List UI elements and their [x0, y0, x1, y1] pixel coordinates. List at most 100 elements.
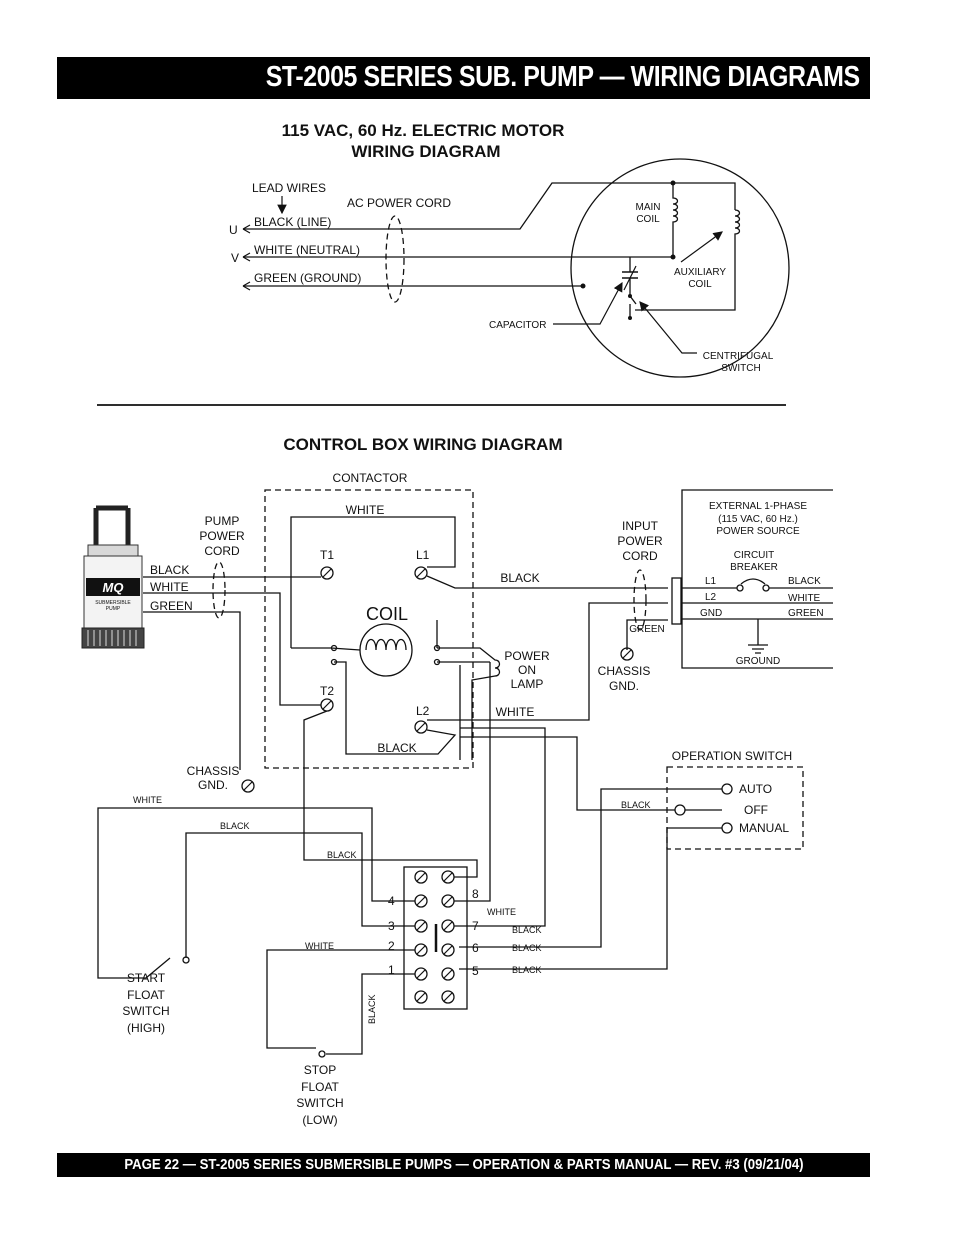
- input-cord-label-1: INPUT: [622, 519, 659, 533]
- pump-green-wire: [143, 611, 241, 770]
- off-label: OFF: [744, 803, 768, 817]
- pump-cord-label-1: PUMP: [205, 514, 240, 528]
- start-switch-white-wire: [97, 807, 415, 979]
- motor-diagram-title-2: WIRING DIAGRAM: [351, 142, 500, 161]
- main-coil: [672, 183, 679, 257]
- pump-sub-label-1: SUBMERSIBLE: [95, 600, 131, 606]
- stop-switch-label-1: STOP: [304, 1063, 336, 1077]
- stop-white-label: WHITE: [305, 941, 334, 951]
- footer-bar: PAGE 22 — ST-2005 SERIES SUBMERSIBLE PUM…: [57, 1153, 870, 1177]
- pump-green-label: GREEN: [150, 599, 193, 613]
- manual-wire: [459, 827, 722, 970]
- pump-illustration: MQ SUBMERSIBLE PUMP: [81, 505, 145, 649]
- terminal-5: 5: [472, 964, 479, 978]
- chassis-input-label-2: GND.: [609, 679, 639, 693]
- ext-white-label: WHITE: [788, 593, 821, 604]
- l1-label: L1: [416, 548, 430, 562]
- page-title: ST-2005 SERIES SUB. PUMP — WIRING DIAGRA…: [265, 61, 860, 93]
- pump-black-label: BLACK: [150, 563, 189, 577]
- terminal-8: 8: [472, 887, 479, 901]
- cb-label-2: BREAKER: [730, 562, 778, 573]
- input-cord-label-3: CORD: [622, 549, 658, 563]
- pump-white-label: WHITE: [150, 580, 189, 594]
- manual-label: MANUAL: [739, 821, 789, 835]
- start-black-label: BLACK: [220, 821, 250, 831]
- start-switch-label-1: START: [127, 971, 166, 985]
- terminal-screws: [414, 870, 455, 1004]
- pump-white-wire: [143, 592, 321, 706]
- motor-wiring-diagram: 115 VAC, 60 Hz. ELECTRIC MOTOR WIRING DI…: [229, 121, 790, 378]
- ext-label-3: POWER SOURCE: [716, 526, 800, 537]
- white-7-label: WHITE: [487, 907, 516, 917]
- t2-black-wire: [303, 710, 478, 878]
- motor-diagram-title-1: 115 VAC, 60 Hz. ELECTRIC MOTOR: [282, 121, 565, 140]
- lamp-label-1: POWER: [504, 649, 550, 663]
- l1-black-label: BLACK: [500, 571, 539, 585]
- stop-black-label: BLACK: [367, 994, 377, 1024]
- lamp-wire: [437, 647, 501, 760]
- white-neutral-label: WHITE (NEUTRAL): [254, 243, 360, 257]
- lead-arrows: [242, 224, 251, 291]
- green-ground-label: GREEN (GROUND): [254, 271, 361, 285]
- aux-coil-pointer: [680, 231, 723, 263]
- lamp-label-3: LAMP: [511, 677, 544, 691]
- start-white-label: WHITE: [133, 795, 162, 805]
- centrifugal-pointer: [639, 301, 697, 354]
- auto-contact: [721, 783, 733, 795]
- stop-switch-white-wire: [266, 949, 415, 1049]
- operation-switch-box: [666, 766, 804, 850]
- stop-switch-label-2: FLOAT: [301, 1080, 339, 1094]
- pump-cord-label-2: POWER: [199, 529, 245, 543]
- chassis-pump-label-2: GND.: [198, 778, 228, 792]
- chassis-gnd-pump: [241, 779, 255, 793]
- black-line-wire: [243, 182, 736, 230]
- coil-winding: [365, 638, 407, 651]
- auxiliary-coil: [635, 209, 741, 311]
- black-7-wire: [454, 727, 546, 927]
- start-switch-black-wire: [185, 832, 415, 958]
- ground-label: GROUND: [736, 656, 780, 667]
- terminal-1: 1: [388, 963, 395, 977]
- terminal-t2: [320, 698, 334, 712]
- centrifugal-label-1: CENTRIFUGAL: [703, 351, 774, 362]
- stop-switch-black-wire: [326, 973, 415, 1055]
- terminal-6: 6: [472, 941, 479, 955]
- input-cord-label-2: POWER: [617, 534, 663, 548]
- ground-point: [580, 283, 586, 289]
- off-contact: [674, 804, 686, 816]
- footer-text: PAGE 22 — ST-2005 SERIES SUBMERSIBLE PUM…: [123, 1156, 804, 1173]
- v-label: V: [231, 251, 239, 265]
- pump-sub-label-2: PUMP: [106, 606, 121, 612]
- input-cord-oval: [633, 569, 647, 631]
- u-label: U: [229, 223, 238, 237]
- operation-switch-label: OPERATION SWITCH: [672, 749, 792, 763]
- chassis-gnd-input: [620, 647, 634, 661]
- stop-switch-label-4: (LOW): [302, 1113, 337, 1127]
- l2-label: L2: [416, 704, 430, 718]
- start-switch-contact: [182, 956, 190, 964]
- l1-black-wire: [426, 575, 668, 589]
- chassis-pump-label-1: CHASSIS: [187, 764, 240, 778]
- lead-wires-label: LEAD WIRES: [252, 181, 326, 195]
- ext-gnd-label: GND: [700, 608, 722, 619]
- black-6-label: BLACK: [512, 943, 542, 953]
- external-source-box: [681, 489, 833, 669]
- stop-switch-label-3: SWITCH: [296, 1096, 343, 1110]
- ac-power-cord-oval: [385, 215, 405, 303]
- terminal-2: 2: [388, 939, 395, 953]
- ext-label-1: EXTERNAL 1-PHASE: [709, 501, 807, 512]
- terminal-l2: [414, 720, 428, 734]
- start-switch-label-3: SWITCH: [122, 1004, 169, 1018]
- motor-housing: [570, 158, 790, 378]
- ext-l2-label: L2: [705, 592, 717, 603]
- terminal-t1: [320, 566, 334, 580]
- chassis-input-label-1: CHASSIS: [598, 664, 651, 678]
- title-bar: ST-2005 SERIES SUB. PUMP — WIRING DIAGRA…: [57, 57, 870, 99]
- centrifugal-switch: [629, 278, 637, 318]
- circuit-breaker: [740, 578, 766, 585]
- auto-wire: [459, 788, 722, 948]
- coil-label: COIL: [366, 604, 408, 624]
- terminal-l1: [414, 566, 428, 580]
- pump-cord-label-3: CORD: [204, 544, 240, 558]
- pump-cord-oval: [212, 561, 226, 619]
